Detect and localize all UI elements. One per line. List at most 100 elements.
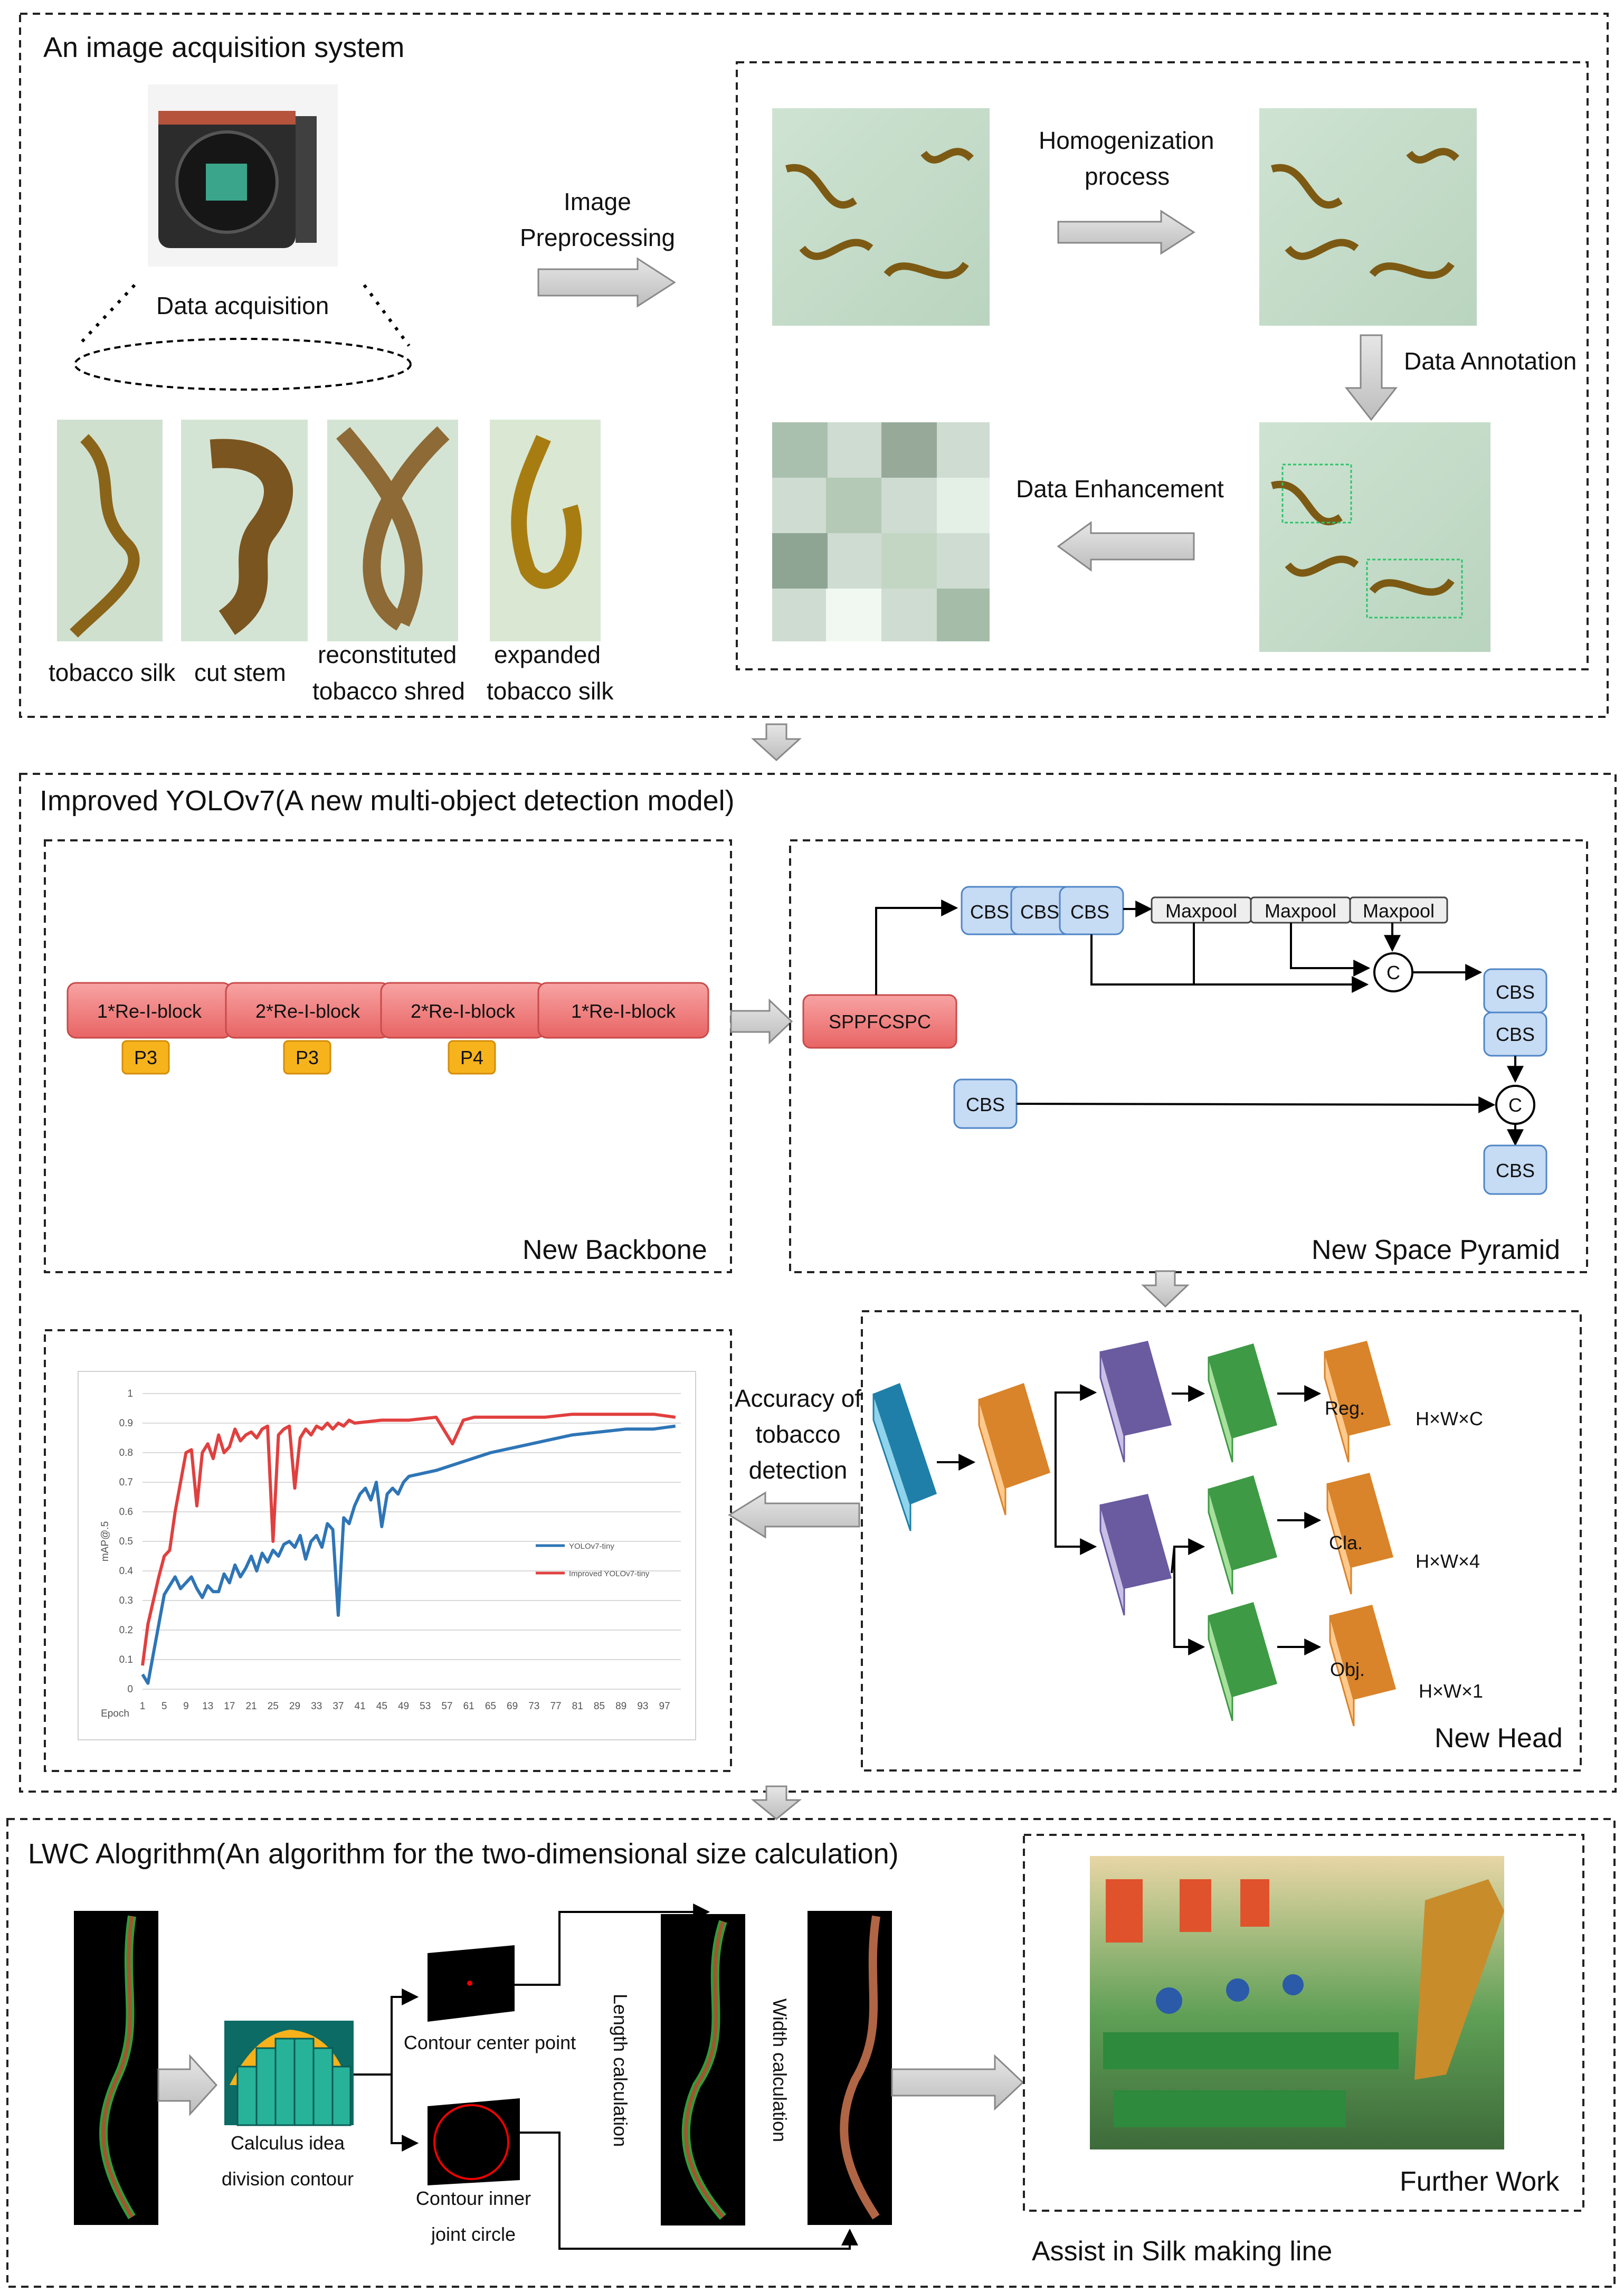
sample-label-1: tobacco silk xyxy=(49,659,176,686)
x-tick-label: 97 xyxy=(659,1701,670,1712)
y-tick-label: 1 xyxy=(127,1388,133,1399)
x-tick-label: 73 xyxy=(528,1701,539,1712)
x-tick-label: 13 xyxy=(202,1701,213,1712)
head-shape-reg: H×W×C xyxy=(1416,1408,1483,1429)
section-image-acquisition: An image acquisition system Data acquisi… xyxy=(19,13,1609,718)
data-enhancement-label: Data Enhancement xyxy=(1016,475,1224,503)
data-annotation-label: Data Annotation xyxy=(1404,347,1576,375)
tag-p3-2: P3 xyxy=(296,1047,319,1068)
calculus-label-2: division contour xyxy=(222,2168,354,2190)
cbs-block-3: CBS xyxy=(1070,901,1109,923)
x-tick-label: 5 xyxy=(162,1701,167,1712)
head-output-cla: Cla. xyxy=(1329,1532,1363,1554)
head-shape-obj: H×W×1 xyxy=(1419,1680,1483,1702)
x-tick-label: 69 xyxy=(507,1701,518,1712)
silk-making-line-photo xyxy=(1090,1856,1504,2149)
legend-label-1: YOLOv7-tiny xyxy=(569,1542,614,1551)
sample-label-3b: tobacco shred xyxy=(312,677,465,705)
section-arrow-1 xyxy=(751,723,802,762)
backbone-blocks: 1*Re-I-block 2*Re-I-block 2*Re-I-block 1… xyxy=(67,982,709,1075)
x-tick-label: 85 xyxy=(594,1701,605,1712)
preprocessing-label-1: Image xyxy=(564,188,631,215)
head-shape-cla: H×W×4 xyxy=(1416,1550,1480,1572)
x-tick-label: 61 xyxy=(463,1701,474,1712)
y-tick-label: 0.8 xyxy=(119,1447,133,1458)
width-calc-label: Width calculation xyxy=(769,1999,791,2142)
sample-label-4a: expanded xyxy=(494,641,601,668)
section1-title: An image acquisition system xyxy=(43,32,404,63)
tag-p3-1: P3 xyxy=(134,1047,157,1068)
x-tick-label: 81 xyxy=(572,1701,583,1712)
x-tick-label: 53 xyxy=(420,1701,431,1712)
head-output-obj: Obj. xyxy=(1330,1659,1365,1680)
contour-images xyxy=(74,1903,1024,2250)
sample-label-2: cut stem xyxy=(194,659,286,686)
backbone-block-3: 2*Re-I-block xyxy=(411,1000,516,1022)
data-annotation-arrow xyxy=(1344,334,1398,421)
legend-label-2: Improved YOLOv7-tiny xyxy=(569,1569,650,1578)
pyramid-to-head-arrow xyxy=(1141,1270,1190,1308)
x-tick-label: 93 xyxy=(637,1701,648,1712)
preprocessing-arrow xyxy=(537,257,676,308)
cbs-block-7: CBS xyxy=(1496,1160,1535,1181)
maxpool-3: Maxpool xyxy=(1363,900,1435,922)
head-label: New Head xyxy=(1435,1723,1563,1754)
x-tick-label: 65 xyxy=(485,1701,496,1712)
preprocessing-label-2: Preprocessing xyxy=(520,224,675,251)
head-graph: Reg. Cla. Obj. H×W×C H×W×4 H×W×1 xyxy=(872,1341,1483,1727)
inner-circle-label-2: joint circle xyxy=(431,2223,516,2245)
x-tick-label: 1 xyxy=(140,1701,146,1712)
x-tick-label: 33 xyxy=(311,1701,322,1712)
cbs-block-4: CBS xyxy=(1496,981,1535,1003)
x-tick-label: 41 xyxy=(355,1701,366,1712)
x-tick-label: 89 xyxy=(615,1701,626,1712)
head-output-reg: Reg. xyxy=(1325,1397,1365,1419)
concat-node-1: C xyxy=(1386,962,1400,983)
x-tick-label: 29 xyxy=(289,1701,300,1712)
calculus-label-1: Calculus idea xyxy=(231,2132,345,2154)
section-arrow-2 xyxy=(751,1785,802,1820)
series-line-2 xyxy=(141,1413,676,1666)
tobacco-images xyxy=(772,108,1490,652)
y-tick-label: 0.9 xyxy=(119,1418,133,1429)
further-work-label: Further Work xyxy=(1400,2166,1560,2197)
length-calc-label: Length calculation xyxy=(610,1994,631,2147)
accuracy-label-2: tobacco xyxy=(755,1420,840,1448)
x-tick-label: 37 xyxy=(333,1701,344,1712)
x-tick-label: 45 xyxy=(376,1701,387,1712)
concat-node-2: C xyxy=(1508,1094,1522,1116)
y-tick-label: 0.2 xyxy=(119,1625,133,1636)
backbone-block-4: 1*Re-I-block xyxy=(571,1000,676,1022)
x-axis-label: Epoch xyxy=(101,1708,129,1719)
accuracy-arrow xyxy=(728,1491,860,1539)
data-acquisition-label: Data acquisition xyxy=(156,292,329,319)
x-tick-label: 49 xyxy=(398,1701,409,1712)
x-tick-label: 57 xyxy=(441,1701,452,1712)
field-of-view-ellipse xyxy=(74,338,412,391)
section-lwc: LWC Alogrithm(An algorithm for the two-d… xyxy=(6,1818,1616,2288)
inner-circle-label-1: Contour inner xyxy=(416,2187,531,2209)
maxpool-1: Maxpool xyxy=(1165,900,1237,922)
y-tick-label: 0.4 xyxy=(119,1566,134,1577)
cbs-block-1: CBS xyxy=(970,901,1009,923)
section-yolov7: Improved YOLOv7(A new multi-object detec… xyxy=(19,773,1617,1793)
section3-title: LWC Alogrithm(An algorithm for the two-d… xyxy=(28,1838,899,1870)
tag-p4: P4 xyxy=(460,1047,483,1068)
sample-images xyxy=(57,420,601,641)
pyramid-label: New Space Pyramid xyxy=(1312,1235,1560,1265)
x-tick-label: 25 xyxy=(268,1701,279,1712)
sppfcspc-block: SPPFCSPC xyxy=(829,1011,931,1033)
accuracy-label-1: Accuracy of xyxy=(735,1385,862,1412)
y-tick-label: 0.5 xyxy=(119,1536,133,1547)
y-tick-label: 0.7 xyxy=(119,1477,133,1488)
x-tick-label: 9 xyxy=(183,1701,189,1712)
backbone-block-2: 2*Re-I-block xyxy=(255,1000,360,1022)
cbs-block-6: CBS xyxy=(966,1094,1005,1115)
x-tick-label: 21 xyxy=(245,1701,257,1712)
y-tick-label: 0 xyxy=(127,1684,133,1695)
x-tick-label: 77 xyxy=(550,1701,561,1712)
assist-label: Assist in Silk making line xyxy=(1032,2236,1332,2267)
section2-title: Improved YOLOv7(A new multi-object detec… xyxy=(40,785,735,817)
